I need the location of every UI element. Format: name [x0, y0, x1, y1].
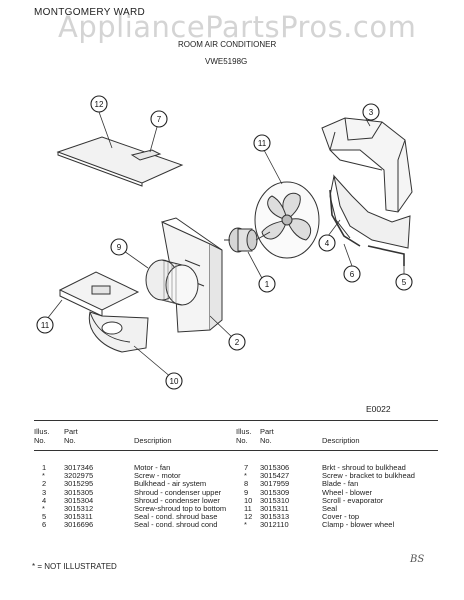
right-cell-desc: Brkt - shroud to bulkhead — [322, 463, 406, 472]
table-top-rule — [34, 420, 438, 421]
right-cell-desc: Wheel - blower — [322, 487, 373, 497]
seal-part — [329, 189, 361, 247]
left-cell-desc: Shroud - condenser upper — [134, 487, 222, 497]
callout-5: 5 — [395, 273, 413, 291]
svg-text:2: 2 — [235, 338, 240, 347]
callout-1: 1 — [258, 275, 276, 293]
not-illustrated-note: * = NOT ILLUSTRATED — [32, 562, 117, 571]
seal-base-part — [367, 245, 405, 266]
right-cell-part: 3015310 — [260, 495, 290, 505]
left-table-header-desc: Description — [134, 436, 172, 445]
right-cell-desc: Scroll - evaporator — [322, 495, 384, 505]
left-cell-part: 3017346 — [64, 463, 94, 472]
left-table-header-illus: Illus. No. — [34, 427, 50, 445]
diagram-title: ROOM AIR CONDITIONER — [178, 40, 277, 49]
right-cell-illus: 10 — [244, 495, 253, 505]
svg-text:6: 6 — [350, 270, 355, 279]
left-cell-part: 3016696 — [64, 520, 94, 530]
callout-6: 6 — [343, 265, 361, 283]
fan-motor-part — [224, 227, 271, 253]
fan-blade-part — [254, 181, 320, 259]
handwritten-initials: BS — [410, 554, 425, 565]
left-cell-desc: Bulkhead - air system — [134, 479, 207, 489]
left-cell-part: 3015295 — [64, 479, 94, 489]
left-cell-illus: 4 — [42, 495, 47, 505]
left-cell-part: 3015304 — [64, 495, 94, 505]
right-cell-desc: Clamp - blower wheel — [322, 520, 395, 530]
right-cell-part: 3015311 — [260, 504, 289, 513]
callout-4: 4 — [318, 234, 336, 252]
callout-11-fan: 11 — [253, 134, 271, 152]
callout-2: 2 — [228, 333, 246, 351]
svg-text:11: 11 — [258, 139, 267, 148]
left-cell-illus: * — [42, 504, 45, 513]
left-cell-desc: Shroud - condenser lower — [134, 495, 220, 505]
left-cell-part: 3015311 — [64, 512, 93, 522]
left-cell-illus: 5 — [42, 512, 47, 522]
right-cell-illus: * — [244, 520, 247, 530]
upper-shroud-part — [321, 117, 413, 213]
right-cell-desc: Screw - bracket to bulkhead — [322, 471, 415, 481]
callout-10: 10 — [165, 372, 183, 390]
table-header-rule — [34, 450, 438, 451]
callout-9: 9 — [110, 238, 128, 256]
svg-text:9: 9 — [117, 243, 122, 252]
left-table-header-part: Part No. — [64, 427, 78, 445]
right-cell-illus: 12 — [244, 512, 253, 522]
diagram-code: E0022 — [366, 404, 391, 414]
right-cell-part: 3017959 — [260, 479, 290, 489]
svg-text:10: 10 — [170, 377, 179, 386]
top-cover-part — [56, 136, 184, 187]
svg-text:4: 4 — [325, 239, 330, 248]
right-cell-part: 3015427 — [260, 471, 290, 481]
left-cell-desc: Seal - cond. shroud base — [134, 512, 218, 522]
left-cell-part: 3015305 — [64, 487, 94, 497]
callout-12: 12 — [90, 95, 108, 113]
right-cell-illus: 8 — [244, 479, 249, 489]
right-cell-desc: Seal — [322, 504, 338, 513]
watermark: AppliancePartsPros.com — [58, 10, 417, 44]
model-number: VWE5198G — [205, 57, 248, 66]
brand-name: MONTGOMERY WARD — [34, 7, 145, 18]
callout-11-seal: 11 — [36, 316, 54, 334]
right-cell-illus: 9 — [244, 487, 249, 497]
right-cell-part: 3015313 — [260, 512, 290, 522]
left-cell-illus: 2 — [42, 479, 47, 489]
bracket-part — [130, 149, 162, 161]
right-cell-illus: * — [244, 471, 247, 481]
right-cell-part: 3015306 — [260, 463, 290, 472]
left-cell-desc: Seal - cond. shroud cond — [134, 520, 218, 530]
blower-wheel-part — [145, 259, 199, 306]
svg-text:5: 5 — [402, 278, 407, 287]
svg-text:1: 1 — [265, 280, 270, 289]
svg-text:3: 3 — [369, 108, 374, 117]
left-cell-illus: 3 — [42, 487, 47, 497]
svg-text:7: 7 — [157, 115, 162, 124]
right-table-header-part: Part No. — [260, 427, 274, 445]
left-cell-desc: Screw-shroud top to bottom — [134, 504, 227, 513]
callout-3: 3 — [362, 103, 380, 121]
right-cell-desc: Cover - top — [322, 512, 360, 522]
left-cell-illus: 6 — [42, 520, 47, 530]
right-cell-illus: 7 — [244, 463, 249, 472]
right-cell-part: 3015309 — [260, 487, 290, 497]
exploded-parts-diagram: 12 7 3 11 9 4 6 5 1 11 2 10 — [36, 95, 413, 390]
left-cell-part: 3015312 — [64, 504, 94, 513]
right-cell-desc: Blade - fan — [322, 479, 359, 489]
right-table-header-illus: Illus. No. — [236, 427, 252, 445]
left-cell-illus: * — [42, 471, 45, 481]
right-table-header-desc: Description — [322, 436, 360, 445]
svg-text:12: 12 — [95, 100, 104, 109]
callout-7: 7 — [150, 110, 168, 128]
left-cell-desc: Motor - fan — [134, 463, 171, 472]
lower-shroud-part — [329, 174, 411, 249]
left-cell-part: 3202975 — [64, 471, 94, 481]
evaporator-scroll-part — [88, 311, 149, 353]
left-cell-desc: Screw - motor — [134, 471, 181, 481]
left-cell-illus: 1 — [42, 463, 47, 472]
right-cell-part: 3012110 — [260, 520, 289, 530]
evaporator-seal-part — [58, 271, 140, 317]
svg-text:11: 11 — [41, 321, 50, 330]
right-cell-illus: 11 — [244, 504, 252, 513]
